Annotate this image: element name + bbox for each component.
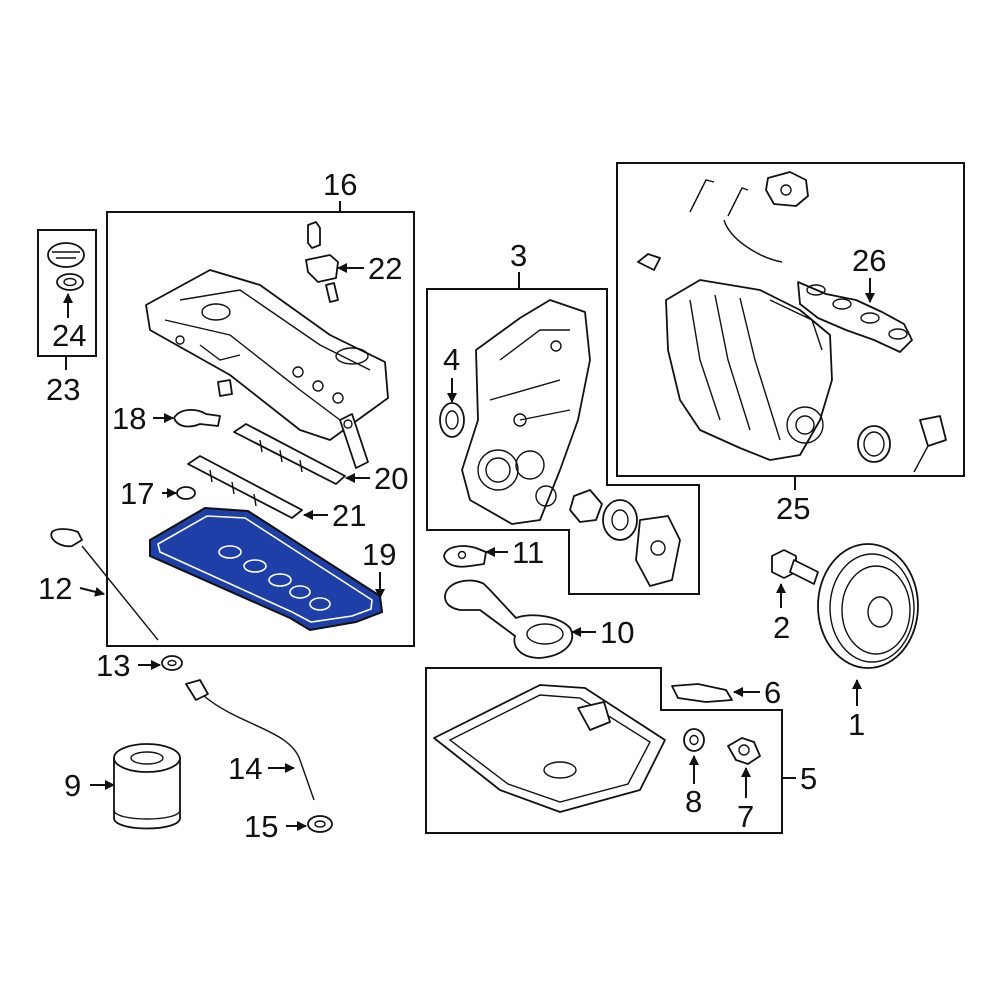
oil-pan-part[interactable] [433, 684, 666, 813]
cap-17-part[interactable] [176, 379, 233, 500]
front-seal-4-part[interactable] [439, 402, 465, 438]
map-sensor-part[interactable] [913, 415, 947, 473]
callout-12[interactable]: 12 [38, 571, 72, 606]
oil-filter-9-part[interactable] [113, 743, 181, 830]
washer-13-part[interactable] [161, 655, 183, 671]
throttle-gasket-part[interactable] [857, 425, 891, 463]
timing-cover-part[interactable] [461, 299, 591, 525]
pcv-valve-part[interactable] [339, 413, 369, 469]
valve-cover-part[interactable] [145, 269, 389, 441]
timing-cover-group-box [426, 288, 700, 595]
callout-18[interactable]: 18 [112, 401, 146, 436]
vacuum-hose-part[interactable] [637, 179, 783, 271]
oil-pan-group-box [425, 667, 783, 834]
callout-4[interactable]: 4 [443, 342, 460, 377]
callout-21[interactable]: 21 [332, 498, 366, 533]
callout-2[interactable]: 2 [773, 610, 790, 645]
baffle-21-part[interactable] [187, 455, 303, 519]
pulley-bolt-2-part[interactable] [771, 549, 819, 585]
callout-9[interactable]: 9 [64, 768, 81, 803]
intake-manifold-part[interactable] [665, 279, 833, 461]
callout-16[interactable]: 16 [323, 167, 357, 202]
callout-10[interactable]: 10 [600, 615, 634, 650]
callout-24[interactable]: 24 [52, 318, 86, 353]
callout-5[interactable]: 5 [800, 761, 817, 796]
vacuum-valve-part[interactable] [765, 171, 809, 207]
leader-lines [63, 201, 875, 831]
callout-8[interactable]: 8 [685, 784, 702, 819]
washer-15-part[interactable] [307, 815, 333, 833]
intake-gasket-26-part[interactable] [797, 281, 913, 353]
drain-washer-8-part[interactable] [683, 728, 705, 752]
gasket-11-part[interactable] [443, 545, 487, 568]
oil-cap-part[interactable] [47, 242, 85, 268]
dipstick-12-part[interactable] [50, 528, 159, 641]
intake-manifold-group-box [616, 162, 965, 477]
crank-pulley-1-part[interactable] [817, 543, 919, 669]
callout-26[interactable]: 26 [852, 243, 886, 278]
callout-20[interactable]: 20 [374, 461, 408, 496]
oil-pan-bracket-6-part[interactable] [671, 683, 733, 703]
callout-13[interactable]: 13 [96, 648, 130, 683]
oil-strainer-10-part[interactable] [444, 579, 573, 659]
callout-1[interactable]: 1 [848, 707, 865, 742]
callout-14[interactable]: 14 [228, 751, 262, 786]
oil-pump-gear-part[interactable] [569, 489, 681, 587]
callout-22[interactable]: 22 [368, 251, 402, 286]
callout-3[interactable]: 3 [510, 238, 527, 273]
callout-15[interactable]: 15 [244, 809, 278, 844]
callout-23[interactable]: 23 [46, 372, 80, 407]
dipstick-tube-14-part[interactable] [185, 679, 315, 801]
callout-labels: 16 22 24 23 18 17 20 21 19 3 4 11 10 26 … [38, 167, 886, 844]
callout-17[interactable]: 17 [120, 476, 154, 511]
callout-19[interactable]: 19 [362, 537, 396, 572]
seal-18-part[interactable] [173, 409, 221, 428]
drain-plug-7-part[interactable] [727, 737, 761, 765]
valve-cover-gasket-19-part[interactable] [149, 506, 384, 632]
oil-cap-seal-24-part[interactable] [56, 273, 84, 291]
callout-6[interactable]: 6 [764, 675, 781, 710]
callout-11[interactable]: 11 [512, 535, 544, 570]
valve-cover-group-box [106, 211, 415, 647]
bolt-22-part[interactable] [305, 221, 339, 303]
callout-7[interactable]: 7 [737, 799, 754, 834]
callout-25[interactable]: 25 [776, 491, 810, 526]
